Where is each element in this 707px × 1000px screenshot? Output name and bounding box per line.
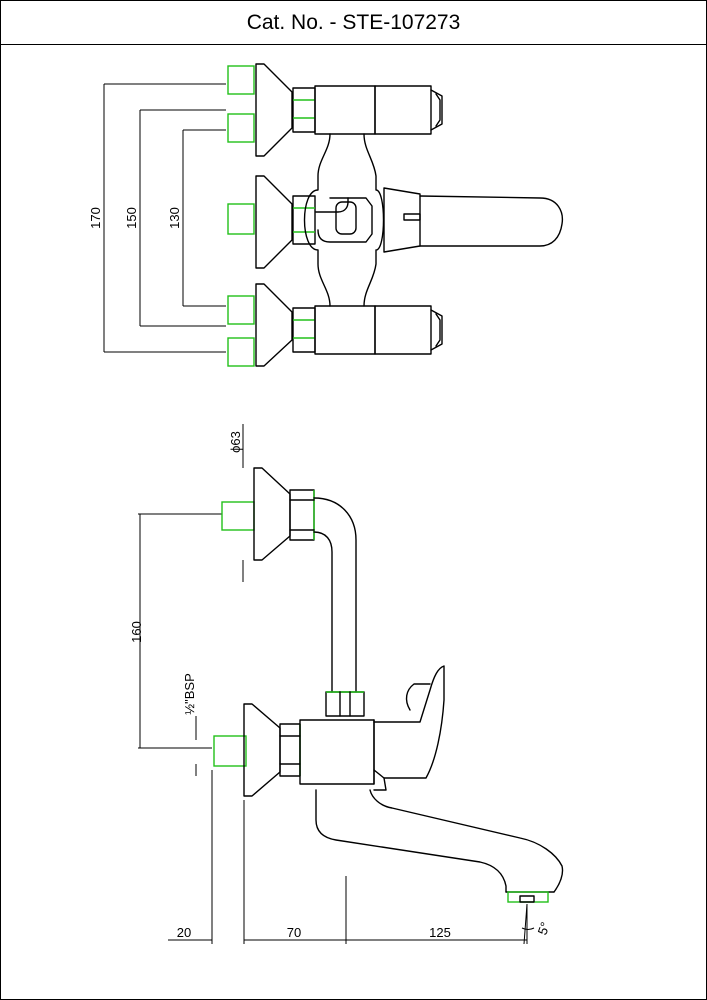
dim-130: 130 xyxy=(167,207,182,229)
side-view: ϕ63 160 ½"BSP xyxy=(129,424,564,945)
height-dimension: 160 xyxy=(129,513,222,749)
central-manifold xyxy=(303,133,385,307)
dim-160: 160 xyxy=(129,621,144,643)
dim-phi63: ϕ63 xyxy=(228,431,243,453)
inlet-connectors xyxy=(227,65,255,367)
flange-diameter-dimension: ϕ63 xyxy=(228,424,244,582)
catalog-number-title: Cat. No. - STE-107273 xyxy=(246,10,461,34)
dim-125: 125 xyxy=(429,925,451,940)
lever-handle xyxy=(383,187,564,253)
upper-inlet-assembly xyxy=(221,467,357,693)
bsp-thread-label: ½"BSP xyxy=(182,673,197,714)
dim-angle-5: 5° xyxy=(535,920,553,937)
top-dimensions: 170 150 130 xyxy=(88,83,226,353)
wall-flanges xyxy=(255,63,293,367)
dim-70: 70 xyxy=(287,925,301,940)
lower-body-assembly xyxy=(213,691,375,797)
dim-20: 20 xyxy=(177,925,191,940)
bottom-dimensions: 20 70 125 5° xyxy=(168,770,553,945)
side-lever xyxy=(373,665,445,791)
dim-170: 170 xyxy=(88,207,103,229)
bsp-label-group: ½"BSP xyxy=(182,673,197,776)
title-bar: Cat. No. - STE-107273 xyxy=(1,1,706,45)
valve-bodies xyxy=(314,85,443,355)
spout xyxy=(315,789,564,903)
dim-150: 150 xyxy=(124,207,139,229)
top-view: 170 150 130 xyxy=(88,63,564,367)
